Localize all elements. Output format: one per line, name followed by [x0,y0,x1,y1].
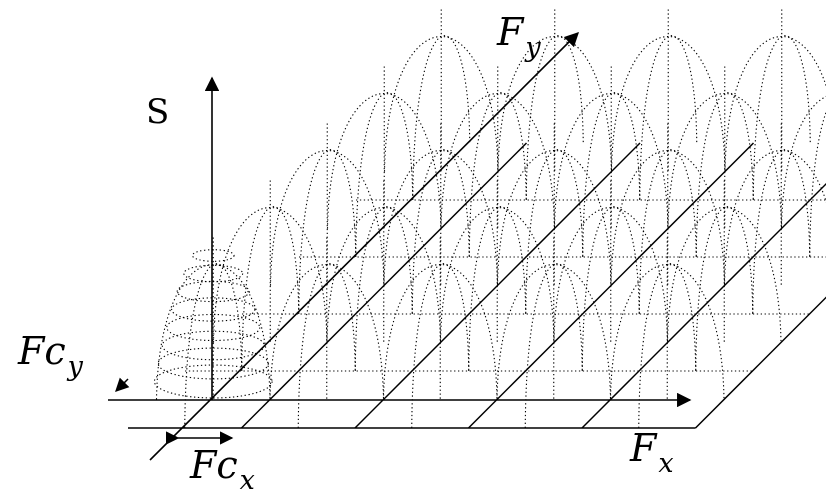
replica-outline [610,35,726,172]
baseband-contour [153,364,273,399]
replica-outline [496,263,612,400]
replica-outline [326,92,442,229]
grid-column-line [694,296,826,429]
baseband-contour [191,249,235,262]
replica-outline [809,111,826,258]
replica-outline [780,96,826,229]
fcy-label-main: Fc [17,329,66,373]
replica-outline [155,263,271,400]
replica-lattice [128,9,826,429]
replica-outline [212,206,328,343]
replica-outline [440,92,556,229]
baseband-contour [183,264,244,283]
replica-outline [496,149,612,286]
fcx-label-sub: x [240,465,255,496]
replica-outline [666,206,782,343]
fcx-label: Fcx [189,443,255,496]
fy-axis-label-sub: y [524,32,541,63]
replica-outline [382,263,498,400]
s-axis-label: S [146,92,169,132]
replica-outline [326,206,442,343]
replica-outline [439,206,555,343]
fy-axis-line [149,31,580,461]
replica-outline [724,35,826,172]
baseband-contour [166,313,261,342]
replica-outline [269,263,385,400]
fcy-label-sub: y [67,351,84,382]
fy-axis-label: Fy [496,10,541,63]
grid-column-line [581,182,826,429]
fcy-bracket [115,377,130,392]
replica-outline [609,263,725,400]
baseband-contour [161,330,265,361]
baseband-contour [157,347,269,380]
fx-axis-label-sub: x [658,448,673,479]
fcx-label-main: Fc [189,443,238,487]
replica-outline [497,35,613,172]
baseband-contour [171,297,256,322]
replica-outline [667,92,783,229]
fx-axis-label: Fx [629,426,674,479]
replica-outline [383,35,499,172]
replica-outline [383,149,499,286]
fx-axis-label-main: F [629,426,658,470]
fy-axis-label-main: F [496,10,525,54]
replica-outline [553,92,669,229]
fcy-label: Fcy [17,329,84,382]
replica-outline [269,149,385,286]
replica-outline [723,149,826,286]
replica-outline [553,206,669,343]
replica-outline [610,149,726,286]
